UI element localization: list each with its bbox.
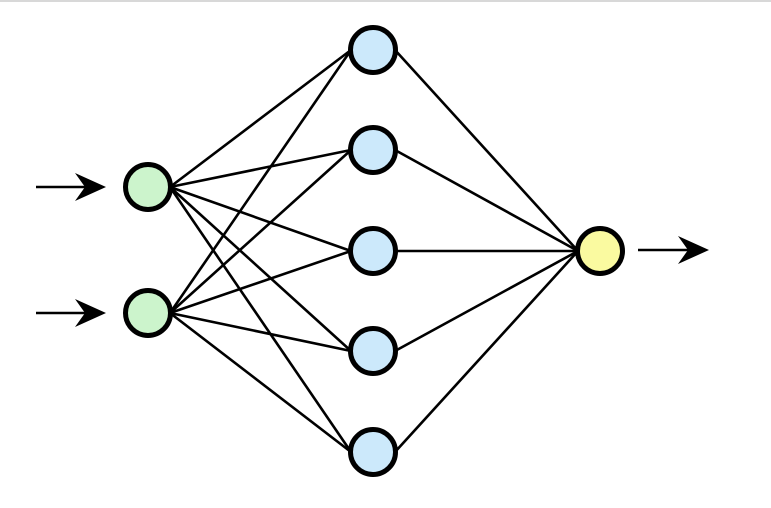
hidden-3-node <box>348 226 398 276</box>
edge-input-1-to-hidden-5 <box>168 186 353 453</box>
hidden-5-node <box>348 427 398 477</box>
edge-input-2-to-hidden-3 <box>169 249 352 315</box>
edge-input-2-to-hidden-1 <box>168 49 353 314</box>
input-1-node <box>123 162 173 212</box>
edge-input-1-to-hidden-1 <box>169 48 352 189</box>
edge-input-2-to-hidden-2 <box>169 149 352 314</box>
top-border-line <box>0 0 771 2</box>
edge-input-2-to-hidden-4 <box>169 311 352 353</box>
input-arrow-1-head-icon <box>75 173 106 201</box>
hidden-2-node <box>348 125 398 175</box>
output-arrow-head-icon <box>678 236 709 264</box>
input-2-node <box>123 288 173 338</box>
edge-hidden-4-to-output-1 <box>394 249 579 353</box>
edge-hidden-2-to-output-1 <box>394 148 579 253</box>
output-1-node <box>575 226 625 276</box>
input-arrow-2-head-icon <box>75 299 106 327</box>
edge-hidden-1-to-output-1 <box>394 49 579 252</box>
edge-input-2-to-hidden-5 <box>169 311 352 454</box>
edge-input-1-to-hidden-4 <box>169 186 352 352</box>
hidden-4-node <box>348 326 398 376</box>
edge-input-1-to-hidden-2 <box>169 148 352 189</box>
hidden-1-node <box>348 25 398 75</box>
edge-input-1-to-hidden-3 <box>169 185 352 253</box>
edge-hidden-5-to-output-1 <box>394 250 579 453</box>
